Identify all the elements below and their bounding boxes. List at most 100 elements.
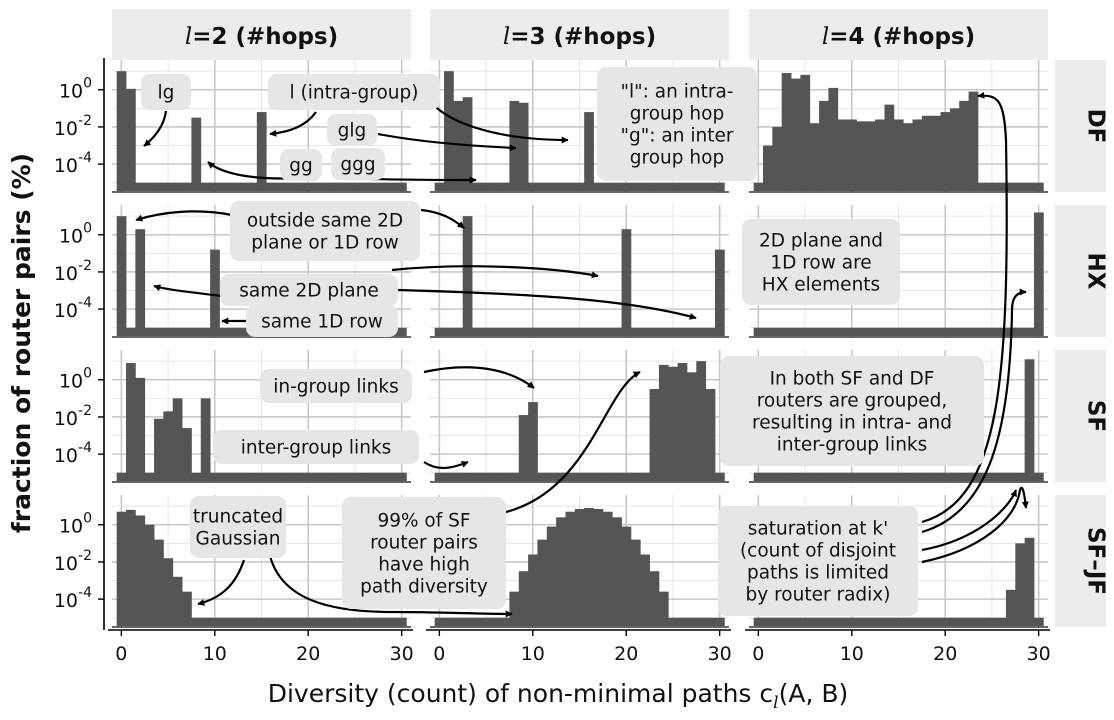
bar (509, 472, 520, 481)
annotation-arrow (397, 288, 697, 320)
bar (763, 327, 773, 336)
bar (247, 472, 258, 481)
bar (893, 617, 904, 626)
bar (434, 327, 445, 336)
y-tick-label: 10-2 (54, 548, 92, 575)
annotation-arrow (153, 284, 223, 298)
bar (819, 617, 829, 626)
bar (996, 617, 1007, 626)
y-tick-base: 10 (54, 553, 78, 575)
x-tick-label: 10 (521, 643, 545, 665)
annotation-arrow (921, 489, 1018, 552)
panel-SF-1 (430, 350, 729, 483)
bar (1024, 537, 1035, 626)
bar (228, 182, 239, 191)
bar (238, 617, 248, 626)
column-strip (112, 9, 411, 60)
bar (116, 216, 127, 336)
bar (509, 591, 520, 626)
bar (135, 515, 146, 626)
bar (1015, 472, 1026, 481)
bar (434, 472, 445, 481)
bar (518, 327, 529, 336)
annotation-text: 1D row are (770, 253, 871, 274)
bar (630, 182, 641, 191)
bar (546, 327, 557, 336)
y-tick-exponent: 0 (83, 221, 92, 237)
y-axis-title: fraction of router pairs (%) (7, 153, 36, 533)
strip-rest: =2 (#hops) (192, 24, 338, 50)
bar (556, 182, 566, 191)
y-tick-base: 10 (54, 155, 78, 177)
strip-rest: =4 (#hops) (829, 24, 975, 50)
bar (856, 327, 867, 336)
bar (800, 472, 811, 481)
bar (791, 78, 801, 191)
bar (772, 617, 783, 626)
annotation-lg: lg (141, 74, 191, 110)
bar (312, 617, 323, 626)
bar (903, 327, 913, 336)
bar (500, 327, 510, 336)
bar (472, 327, 482, 336)
bar (949, 327, 960, 336)
bar (294, 182, 304, 191)
bar (144, 182, 155, 191)
bar (856, 472, 867, 481)
annotation-box (220, 274, 398, 306)
bar (763, 617, 773, 626)
bar (612, 327, 622, 336)
annotation-text: lg (158, 83, 175, 104)
bar (444, 472, 454, 481)
bar (819, 100, 829, 191)
bar (1015, 182, 1026, 191)
bar (481, 472, 492, 481)
y-tick-base: 10 (59, 226, 83, 248)
bar (977, 327, 988, 336)
bar (921, 472, 932, 481)
annotation-text: Gaussian (196, 529, 281, 550)
strip-italic: l (822, 24, 829, 50)
y-tick-exponent: -2 (78, 258, 92, 274)
annotation-text: ggg (340, 155, 375, 176)
y-tick-exponent: -2 (78, 548, 92, 564)
x-tick-label: 30 (1027, 643, 1051, 665)
bar (959, 100, 969, 191)
bar (359, 472, 370, 481)
annotation-arrow (423, 366, 535, 389)
bar (612, 472, 622, 481)
row-strip-label: HX (1083, 253, 1109, 290)
y-tick-label: 10-2 (54, 403, 92, 430)
y-tick-exponent: -2 (78, 113, 92, 129)
bar (387, 182, 398, 191)
annotation-lg-def: "l": an intra-group hop"g": an intergrou… (597, 67, 757, 181)
bar (677, 617, 688, 626)
bar (556, 517, 566, 626)
bar (275, 617, 286, 626)
bar (172, 576, 183, 626)
bar (912, 119, 923, 191)
bar (574, 182, 585, 191)
y-tick-exponent: 0 (83, 76, 92, 92)
bar (126, 327, 136, 336)
bar (593, 508, 604, 626)
bar (856, 121, 867, 191)
bar (453, 472, 464, 481)
bar (791, 617, 801, 626)
bar (1033, 182, 1044, 191)
bar (612, 182, 622, 191)
bar (856, 617, 867, 626)
bar (490, 617, 501, 626)
annotation-text: saturation at k' (748, 519, 888, 540)
bar (518, 571, 529, 626)
bar (828, 617, 839, 626)
bar (200, 617, 211, 626)
bar (1024, 327, 1035, 336)
bar (565, 472, 576, 481)
bar (1015, 543, 1026, 626)
bar (763, 145, 773, 191)
bar (135, 377, 146, 481)
